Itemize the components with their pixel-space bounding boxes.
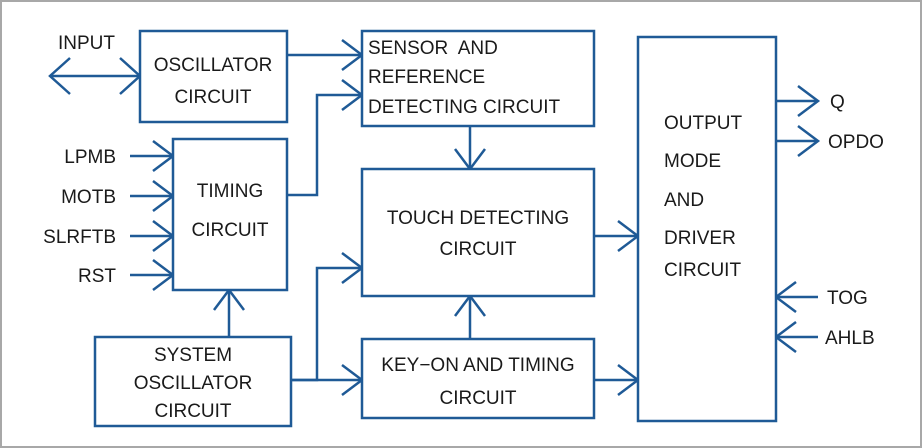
motb-signal-label: MOTB [61,187,116,208]
output-label-line2: MODE [664,151,721,172]
oscillator-label-line2: CIRCUIT [174,87,251,108]
slrftb-input-arrow [130,220,176,252]
system-osc-to-timing-arrow [213,287,245,337]
system-osc-label-line3: CIRCUIT [154,401,231,422]
timing-label-line2: CIRCUIT [191,220,268,241]
tog-input-arrow [773,281,818,313]
keyon-label-line2: CIRCUIT [439,388,516,409]
system-oscillator-circuit-block: SYSTEM OSCILLATOR CIRCUIT [93,335,293,428]
touch-to-output-arrow [594,220,641,252]
output-label-line3: AND [664,190,704,211]
oscillator-to-sensor-arrow [287,39,365,71]
slrftb-signal-label: SLRFTB [43,227,116,248]
system-osc-label-line1: SYSTEM [154,345,232,366]
sensor-label-line3: DETECTING CIRCUIT [368,97,561,118]
keyon-to-touch-arrow [454,293,486,339]
opdo-signal-label: OPDO [828,132,884,153]
system-osc-to-touch-arrow [291,252,365,382]
system-osc-to-keyon-arrow [291,364,365,396]
lpmb-signal-label: LPMB [64,147,116,168]
lpmb-input-arrow [130,140,176,172]
timing-to-sensor-arrow [287,79,365,197]
touch-label-line2: CIRCUIT [439,239,516,260]
motb-input-arrow [130,180,176,212]
sensor-reference-detecting-circuit-block: SENSOR AND REFERENCE DETECTING CIRCUIT [360,29,596,128]
system-osc-label-line2: OSCILLATOR [134,373,253,394]
input-bidirectional-arrow [48,57,142,95]
ahlb-input-arrow [773,321,818,353]
ahlb-signal-label: AHLB [825,328,875,349]
oscillator-label-line1: OSCILLATOR [154,55,273,76]
keyon-to-output-arrow [594,364,641,396]
key-on-timing-circuit-block: KEY−ON AND TIMING CIRCUIT [360,337,596,420]
oscillator-circuit-block: OSCILLATOR CIRCUIT [138,29,289,124]
timing-circuit-block: TIMING CIRCUIT [171,137,289,292]
output-label-line1: OUTPUT [664,113,743,134]
touch-label-line1: TOUCH DETECTING [387,208,569,229]
rst-signal-label: RST [78,266,116,287]
touch-detecting-circuit-block: TOUCH DETECTING CIRCUIT [360,167,596,298]
output-mode-driver-circuit-block: OUTPUT MODE AND DRIVER CIRCUIT [636,35,778,423]
input-signal-label: INPUT [58,33,115,54]
keyon-label-line1: KEY−ON AND TIMING [381,355,574,376]
sensor-to-touch-arrow [454,126,486,172]
tog-signal-label: TOG [827,288,868,309]
rst-input-arrow [130,259,176,291]
timing-label-line1: TIMING [197,181,264,202]
sensor-label-line2: REFERENCE [368,67,485,88]
output-label-line4: DRIVER [664,228,736,249]
opdo-output-arrow [776,125,821,157]
q-output-arrow [776,85,821,117]
sensor-label-line1: SENSOR AND [368,38,498,59]
output-label-line5: CIRCUIT [664,260,741,281]
q-signal-label: Q [830,92,845,113]
